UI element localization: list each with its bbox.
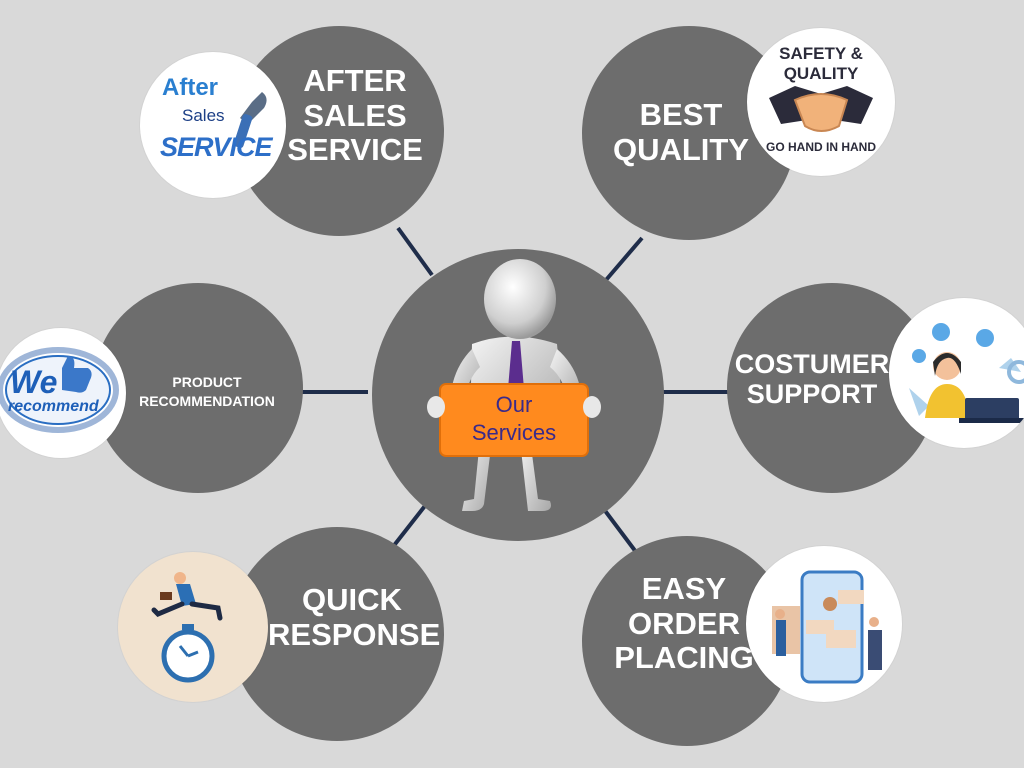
- costumer-support-line2: SUPPORT: [746, 379, 878, 410]
- headset-operator-icon: [909, 323, 1024, 423]
- safety-badge-line2: QUALITY: [783, 64, 859, 83]
- center-sign-line1: Our: [495, 392, 533, 417]
- easy-order-label: EASY ORDER PLACING: [604, 571, 764, 676]
- quick-badge: [118, 552, 268, 702]
- handshake-icon: [769, 86, 873, 132]
- we-recommend-badge: We recommend: [0, 328, 126, 458]
- best-quality-line1: BEST: [639, 97, 723, 132]
- quick-response-line2: RESPONSE: [268, 616, 441, 652]
- we-recommend-line2: recommend: [8, 398, 99, 415]
- after-sales-badge-line2: Sales: [182, 106, 225, 125]
- easy-order-line1: EASY: [641, 571, 727, 606]
- connector-best-quality: [604, 236, 644, 282]
- after-sales-badge: After Sales SERVICE: [140, 52, 286, 198]
- figure-with-sign-icon: [427, 259, 601, 511]
- easy-order-line3: PLACING: [614, 640, 754, 676]
- connector-quick-response: [390, 500, 430, 550]
- center-sign-line2: Services: [471, 420, 557, 446]
- support-badge: [889, 298, 1024, 448]
- product-rec-line1: PRODUCT: [172, 374, 242, 390]
- quick-response-line1: QUICK: [302, 582, 402, 617]
- after-sales-line3: SERVICE: [287, 132, 423, 168]
- center-sign-label: Our Services: [442, 391, 586, 447]
- stopwatch-runner-icon: [151, 572, 223, 683]
- thumbs-up-icon: [0, 347, 119, 433]
- costumer-support-label: COSTUMER SUPPORT: [732, 349, 892, 409]
- wrench-icon: [233, 92, 267, 148]
- after-sales-badge-line1: After: [162, 74, 219, 101]
- easy-order-line2: ORDER: [628, 605, 740, 641]
- product-rec-line2: RECOMMENDATION: [139, 392, 275, 409]
- best-quality-line2: QUALITY: [612, 131, 750, 167]
- safety-badge-line3: GO HAND IN HAND: [766, 140, 876, 154]
- after-sales-line2: SALES: [303, 97, 407, 133]
- product-rec-label: PRODUCT RECOMMENDATION: [122, 373, 292, 411]
- phone-order-icon: [772, 570, 882, 684]
- safety-quality-badge: SAFETY & QUALITY GO HAND IN HAND: [747, 28, 895, 176]
- product-rec-circle: [93, 283, 303, 493]
- we-recommend-line1: We: [10, 364, 58, 400]
- costumer-support-line1: COSTUMER: [734, 349, 890, 379]
- connector-easy-order: [601, 506, 638, 554]
- safety-badge-line1: SAFETY &: [779, 44, 863, 63]
- quick-response-label: QUICK RESPONSE: [268, 582, 441, 652]
- best-quality-label: BEST QUALITY: [602, 97, 760, 167]
- connector-after-sales: [396, 226, 434, 277]
- after-sales-label: AFTER SALES SERVICE: [276, 63, 434, 168]
- after-sales-line1: AFTER: [303, 63, 407, 98]
- after-sales-badge-line3: SERVICE: [160, 132, 273, 162]
- order-badge: [746, 546, 902, 702]
